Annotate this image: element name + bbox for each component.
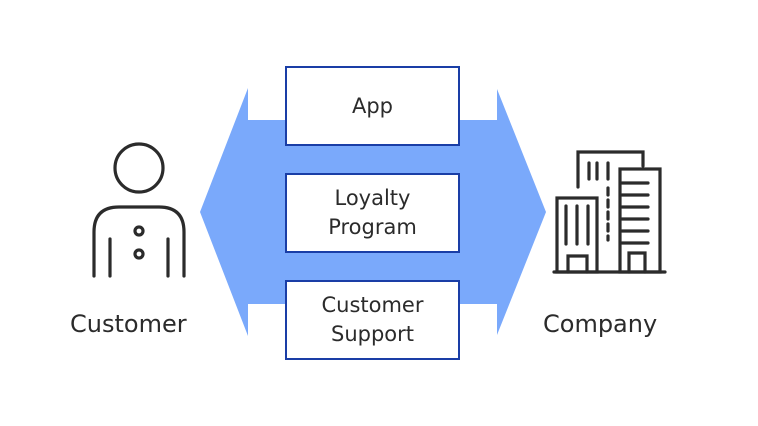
channel-label-line-1: Customer	[321, 293, 424, 317]
customer-label: Customer	[70, 310, 187, 338]
channel-label-line-2: Program	[328, 215, 417, 239]
person-icon	[92, 142, 186, 278]
channel-label-line-1: Loyalty	[334, 186, 411, 210]
channel-label: App	[351, 93, 394, 118]
company-label: Company	[543, 310, 658, 338]
channel-label-line-2: Support	[330, 322, 414, 346]
channel-box-app: App	[285, 66, 460, 146]
channel-box-loyalty-program: Loyalty Program	[285, 173, 460, 253]
building-icon	[552, 150, 667, 274]
channel-box-customer-support: Customer Support	[285, 280, 460, 360]
